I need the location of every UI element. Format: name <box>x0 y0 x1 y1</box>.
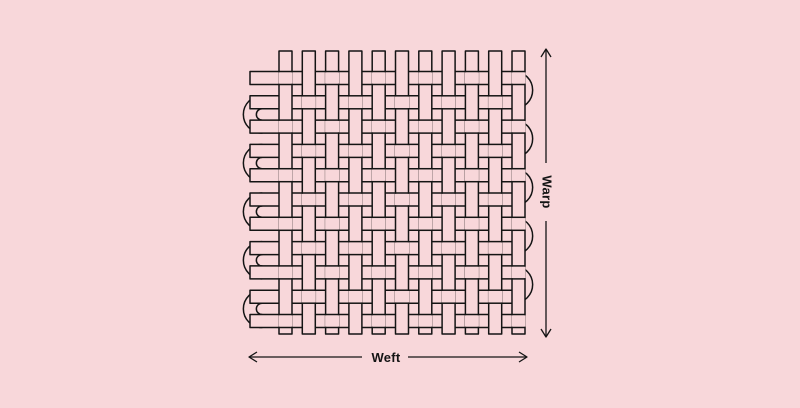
weft-over-crossing <box>511 218 526 230</box>
weft-over-crossing <box>488 96 503 109</box>
weft-over-crossing <box>511 72 526 84</box>
weft-over-crossing <box>464 218 479 230</box>
weft-over-crossing <box>418 315 433 327</box>
weft-over-crossing <box>418 218 433 230</box>
warp-thread <box>278 50 293 335</box>
weft-over-crossing <box>301 96 316 109</box>
weft-over-crossing <box>301 290 316 303</box>
warp-thread <box>464 50 480 335</box>
weft-over-crossing <box>395 290 409 303</box>
weft-over-crossing <box>511 120 526 133</box>
warp-arrowhead-bottom <box>540 328 552 338</box>
weft-label: Weft <box>371 350 400 365</box>
weft-over-crossing <box>418 266 433 279</box>
weft-over-crossing <box>418 72 433 84</box>
weft-over-crossing <box>441 290 456 303</box>
warp-thread <box>418 50 433 335</box>
weft-over-crossing <box>348 145 363 157</box>
weft-over-crossing <box>278 120 293 133</box>
weft-over-crossing <box>301 193 316 206</box>
weft-over-crossing <box>348 96 363 109</box>
weft-over-crossing <box>488 145 503 157</box>
weft-over-crossing <box>418 120 433 133</box>
weft-over-crossing <box>371 120 386 133</box>
weft-over-crossing <box>511 266 526 279</box>
weft-over-crossing <box>278 315 293 327</box>
warp-thread <box>324 50 340 335</box>
weft-over-crossing <box>348 242 363 254</box>
weft-over-crossing <box>464 169 479 181</box>
weft-over-crossing <box>441 96 456 109</box>
weft-over-crossing <box>325 169 340 181</box>
weft-over-crossing <box>395 145 409 157</box>
weave-threads <box>242 50 534 335</box>
warp-thread <box>511 50 526 335</box>
weft-over-crossing <box>395 96 409 109</box>
weft-over-crossing <box>325 218 340 230</box>
weft-over-crossing <box>488 193 503 206</box>
weft-over-crossing <box>511 315 526 327</box>
weft-over-crossing <box>325 120 340 133</box>
warp-label: Warp <box>540 175 555 208</box>
weft-over-crossing <box>278 218 293 230</box>
weft-over-crossing <box>395 193 409 206</box>
weft-over-crossing <box>278 169 293 181</box>
weft-arrowhead-right <box>518 351 528 363</box>
weft-over-crossing <box>278 72 293 84</box>
weft-over-crossing <box>371 315 386 327</box>
weft-over-crossing <box>301 242 316 254</box>
weft-over-crossing <box>441 193 456 206</box>
warp-thread <box>371 50 386 335</box>
weft-over-crossing <box>371 218 386 230</box>
weft-over-crossing <box>441 242 456 254</box>
warp-dimension: Warp <box>540 48 555 338</box>
weft-over-crossing <box>371 72 386 84</box>
weft-over-crossing <box>348 193 363 206</box>
weft-over-crossing <box>464 120 479 133</box>
weft-over-crossing <box>325 266 340 279</box>
weft-over-crossing <box>325 315 340 327</box>
warp-arrowhead-top <box>540 48 552 58</box>
weft-over-crossing <box>464 72 479 84</box>
weft-over-crossing <box>301 145 316 157</box>
weft-over-crossing <box>348 290 363 303</box>
weft-over-crossing <box>464 315 479 327</box>
weft-over-crossing <box>511 169 526 181</box>
weft-over-crossing <box>395 242 409 254</box>
weft-dimension: Weft <box>248 350 528 365</box>
weft-over-crossing <box>371 266 386 279</box>
weft-arrowhead-left <box>248 351 258 363</box>
weft-over-crossing <box>418 169 433 181</box>
weft-over-crossing <box>278 266 293 279</box>
weft-over-crossing <box>464 266 479 279</box>
weft-over-crossing <box>441 145 456 157</box>
weft-over-crossing <box>371 169 386 181</box>
weft-over-crossing <box>488 290 503 303</box>
weft-over-crossing <box>325 72 340 84</box>
weft-over-crossing <box>488 242 503 254</box>
